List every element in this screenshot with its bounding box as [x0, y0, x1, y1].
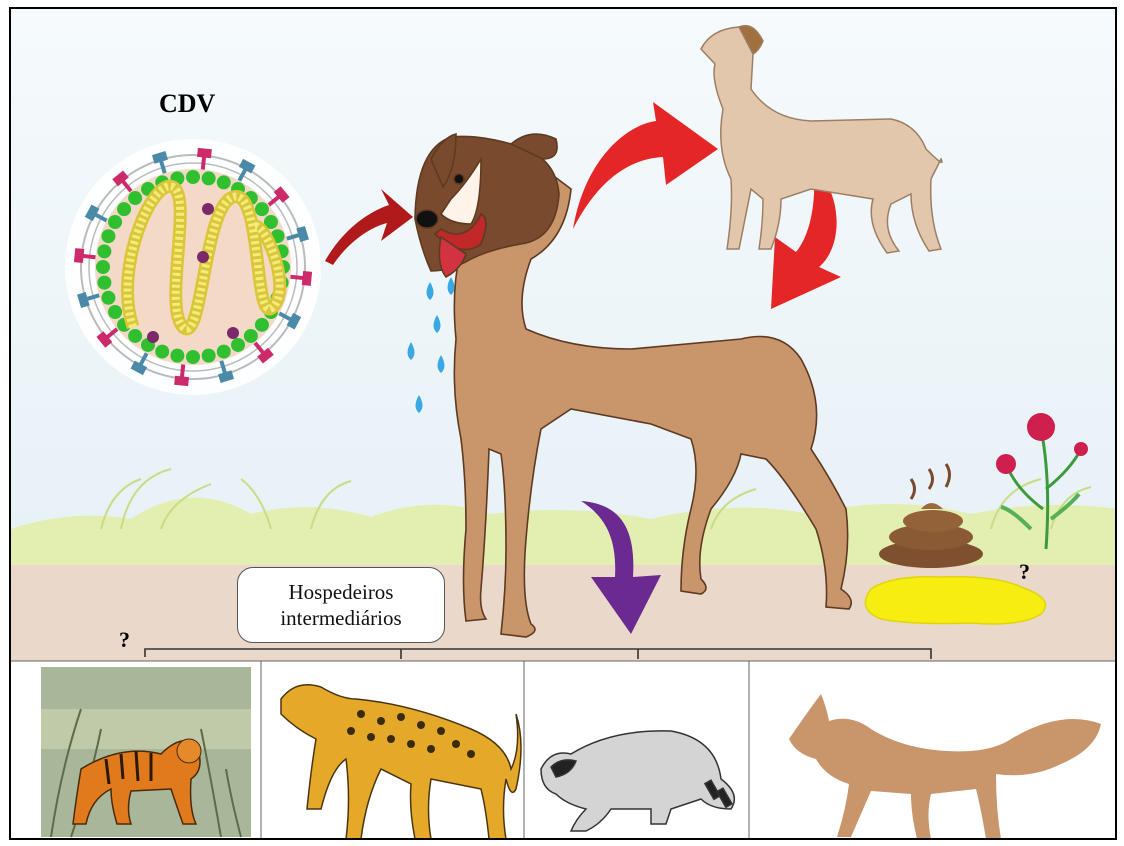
diagram-frame: CDV Hospedeiros intermediários ? ? [9, 7, 1117, 840]
tiger-icon [41, 667, 251, 837]
virus-icon [65, 139, 321, 395]
question-mark-hosts: ? [119, 627, 130, 653]
scene [11, 9, 1117, 840]
intermediate-hosts-label: Hospedeiros intermediários [237, 567, 445, 643]
question-mark-urine: ? [1019, 559, 1030, 585]
virus-label: CDV [159, 89, 215, 119]
